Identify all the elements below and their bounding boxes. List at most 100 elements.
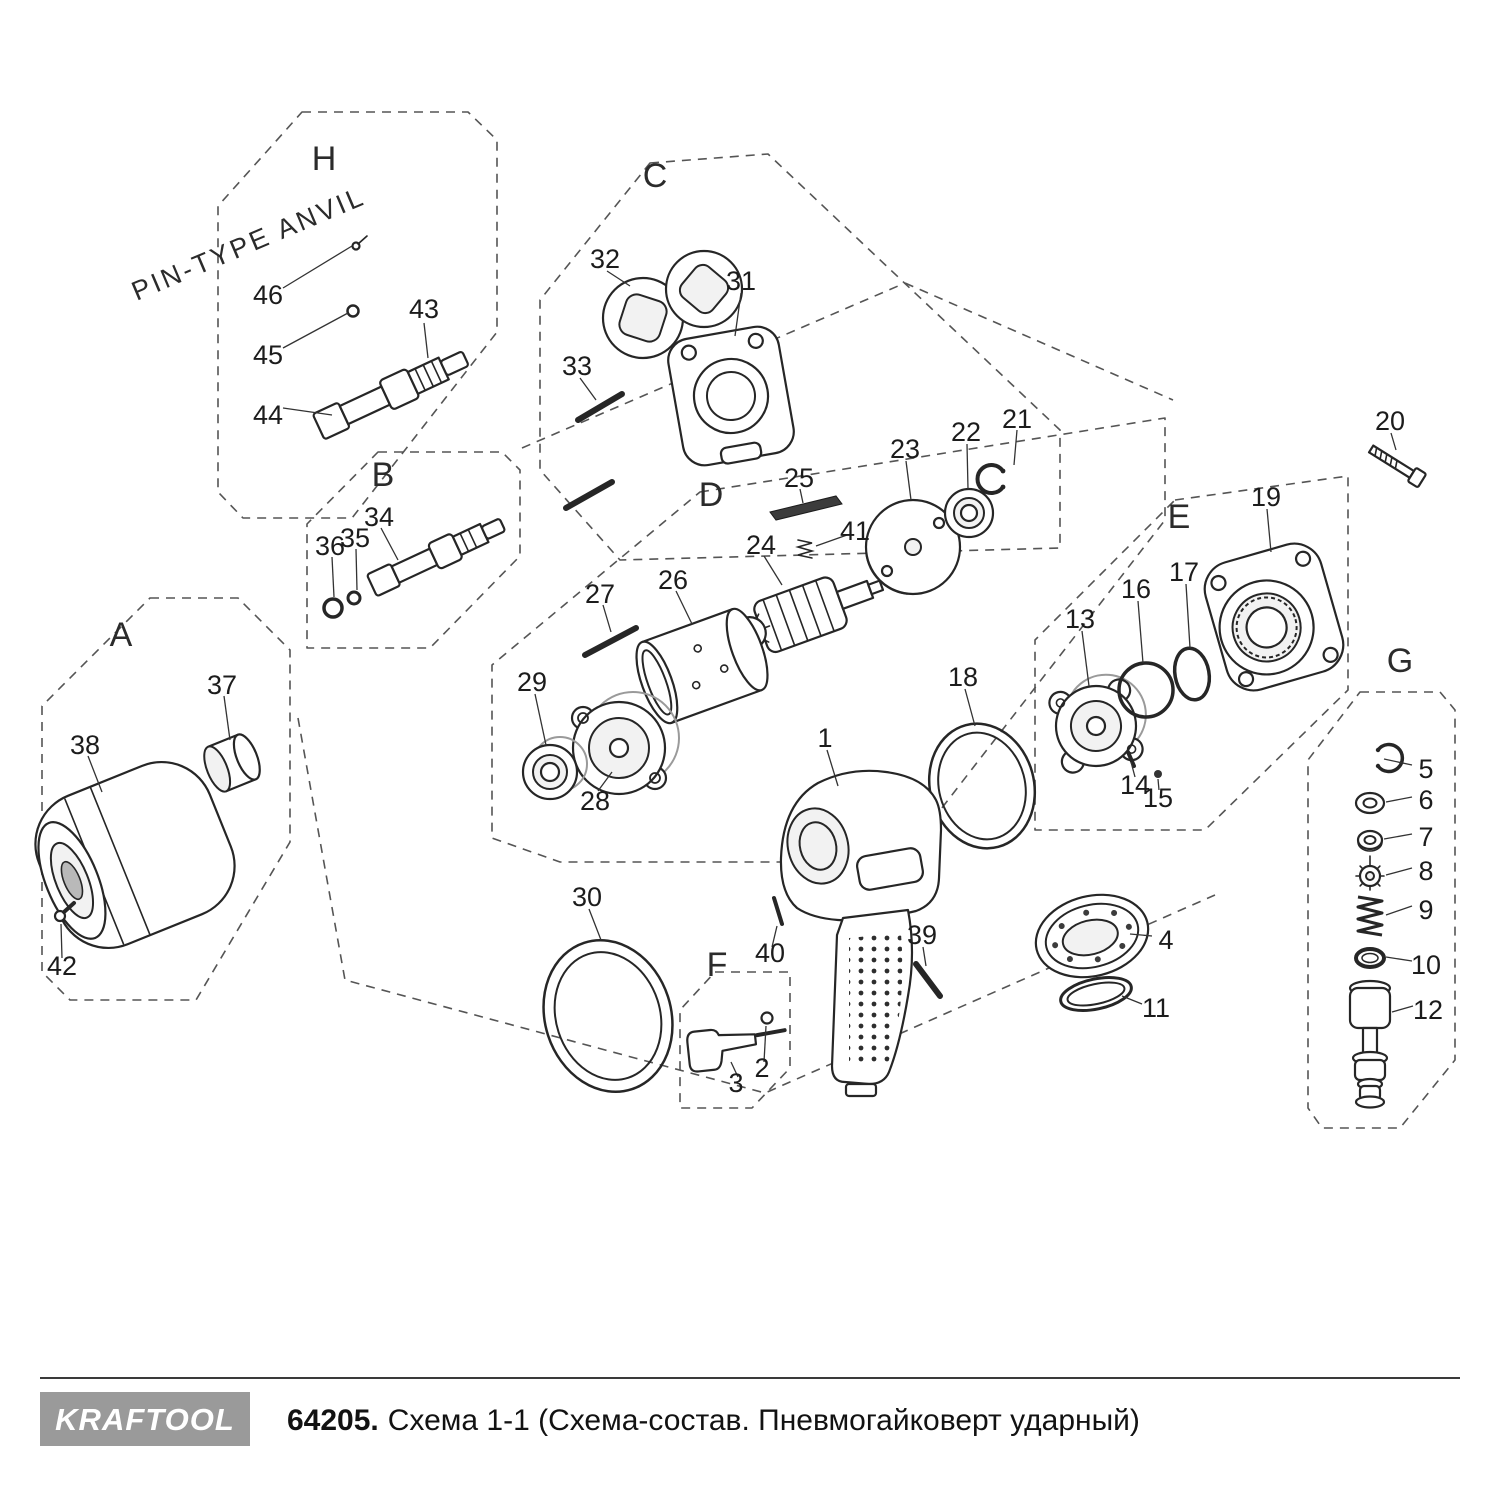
part-label-15: 15 (1143, 783, 1173, 813)
group-label-F: F (707, 946, 728, 984)
part-label-26: 26 (658, 565, 688, 595)
part-label-40: 40 (755, 938, 785, 968)
part-2-valve-ball (760, 1011, 774, 1025)
part-label-27: 27 (585, 579, 615, 609)
part-label-18: 18 (948, 662, 978, 692)
part-label-45: 45 (253, 340, 283, 370)
part-label-3: 3 (728, 1068, 743, 1098)
part-17-o-ring (1172, 646, 1212, 702)
part-29-bearing (521, 736, 588, 801)
part-label-22: 22 (951, 417, 981, 447)
part-label-20: 20 (1375, 406, 1405, 436)
part-label-10: 10 (1411, 950, 1441, 980)
part-label-42: 42 (47, 951, 77, 981)
part-label-37: 37 (207, 670, 237, 700)
part-35-o-ring (346, 590, 362, 606)
part-21-snap-ring (975, 463, 1006, 495)
part-31-hammer-cage (667, 325, 795, 467)
group-label-B: B (372, 456, 395, 494)
part-label-34: 34 (364, 502, 394, 532)
part-3-trigger (686, 1028, 787, 1073)
part-25-key-plate (769, 495, 843, 521)
part-label-36: 36 (315, 531, 345, 561)
part-label-8: 8 (1418, 856, 1433, 886)
part-label-24: 24 (746, 530, 776, 560)
part-11-o-ring (1059, 976, 1133, 1012)
part-27-pin (582, 625, 639, 658)
part-15-ball-small (1154, 770, 1162, 778)
parts-layer (34, 235, 1427, 1109)
part-43-anvil-pin-type (312, 351, 469, 440)
part-6-washer (1354, 791, 1386, 815)
footer: KRAFTOOL 64205. Схема 1-1 (Схема-состав. … (40, 1377, 1460, 1446)
part-label-29: 29 (517, 667, 547, 697)
part-14-pin-small (1126, 750, 1136, 768)
part-9-spring (1356, 895, 1384, 937)
part-34-anvil (366, 518, 506, 597)
part-label-30: 30 (572, 882, 602, 912)
group-label-H: H (312, 140, 337, 178)
scheme-code: 64205. (287, 1404, 379, 1437)
part-label-38: 38 (70, 730, 100, 760)
leader-lines (60, 245, 1414, 1078)
part-label-44: 44 (253, 400, 283, 430)
part-22-bearing (943, 487, 995, 539)
part-1-housing (779, 769, 943, 1098)
part-10-o-ring (1354, 947, 1386, 969)
part-label-14: 14 (1120, 770, 1150, 800)
part-26-cylinder (635, 607, 769, 725)
part-46-pin (351, 235, 368, 251)
group-box-D (491, 417, 1166, 863)
scheme-title-text: Схема 1-1 (Схема-состав. Пневмогайковерт… (388, 1404, 1140, 1437)
part-label-17: 17 (1169, 557, 1199, 587)
group-box-A (41, 597, 291, 1001)
part-label-1: 1 (817, 723, 832, 753)
scheme-title: 64205. Схема 1-1 (Схема-состав. Пневмогай… (287, 1404, 1140, 1437)
part-36-o-ring (322, 597, 344, 619)
part-label-35: 35 (340, 523, 370, 553)
part-13-regulator-plate (1048, 673, 1147, 774)
part-label-19: 19 (1251, 482, 1281, 512)
part-4-rear-cap (1034, 893, 1150, 979)
part-label-33: 33 (562, 351, 592, 381)
part-label-46: 46 (253, 280, 283, 310)
part-label-23: 23 (890, 434, 920, 464)
part-23-end-plate-rear (864, 498, 962, 596)
part-8-valve-wheel (1355, 855, 1385, 891)
part-label-4: 4 (1158, 925, 1173, 955)
part-45-o-ring-small (346, 304, 360, 318)
part-40-pin (772, 896, 784, 926)
construction-line-base (297, 717, 1216, 1094)
group-label-C: C (643, 157, 668, 195)
part-label-28: 28 (580, 786, 610, 816)
kraftool-logo-text: KRAFTOOL (55, 1402, 235, 1437)
part-32-hammer (601, 276, 685, 360)
group-label-G: G (1387, 642, 1413, 680)
part-label-11: 11 (1142, 993, 1170, 1023)
part-32b-hammer (664, 249, 744, 329)
part-label-5: 5 (1418, 754, 1433, 784)
group-box-G (1307, 691, 1456, 1129)
part-label-25: 25 (784, 463, 814, 493)
part-39-pin (913, 961, 943, 999)
part-label-21: 21 (1002, 404, 1032, 434)
part-42-screw (53, 901, 76, 923)
part-28-end-plate-front (570, 691, 680, 796)
part-30-gasket (542, 938, 674, 1094)
part-label-16: 16 (1121, 574, 1151, 604)
part-label-12: 12 (1413, 995, 1443, 1025)
kraftool-logo-box (40, 1392, 250, 1446)
part-label-2: 2 (754, 1053, 769, 1083)
pin-type-anvil-note: PIN-TYPE ANVIL (127, 181, 369, 307)
group-label-E: E (1168, 498, 1191, 536)
part-38-front-housing (34, 760, 236, 950)
part-16-o-ring (1117, 661, 1175, 719)
part-5-snap-ring (1375, 742, 1405, 774)
construction-line-top-right (904, 282, 1174, 401)
group-box-B (306, 451, 521, 649)
part-label-7: 7 (1418, 822, 1433, 852)
group-label-D: D (699, 476, 724, 514)
part-7-nut (1356, 829, 1384, 852)
